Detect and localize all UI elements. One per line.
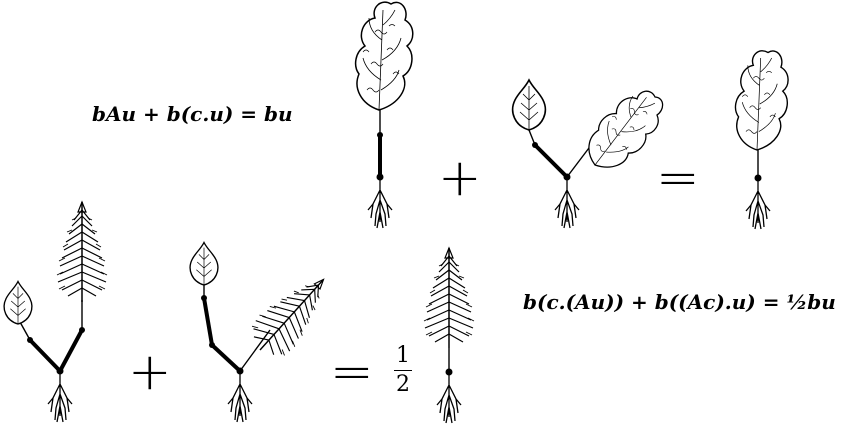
leaf-and-fir-plant-1: [3, 201, 108, 423]
lettuce-plant-1: [354, 1, 414, 229]
fraction-denominator: 2: [396, 372, 410, 397]
equation-top: bAu + b(c.u) = bu: [92, 102, 293, 126]
fraction-numerator: 1: [396, 343, 410, 368]
equals-sign-bottom: =: [330, 342, 374, 402]
leaf-and-lettuce-plant: [511, 77, 672, 229]
equation-bottom: b(c.(Au)) + b((Ac).u) = ½bu: [523, 290, 836, 314]
fraction-bar: [394, 370, 412, 371]
plus-sign-bottom: +: [128, 342, 172, 402]
fir-plant-result: [423, 247, 475, 424]
leaf-and-fir-plant-2: [189, 241, 342, 423]
plus-sign-top: +: [438, 148, 482, 208]
fraction-half: 1 2: [393, 345, 413, 396]
lettuce-plant-result: [734, 50, 789, 230]
equals-sign-top: =: [656, 148, 700, 208]
